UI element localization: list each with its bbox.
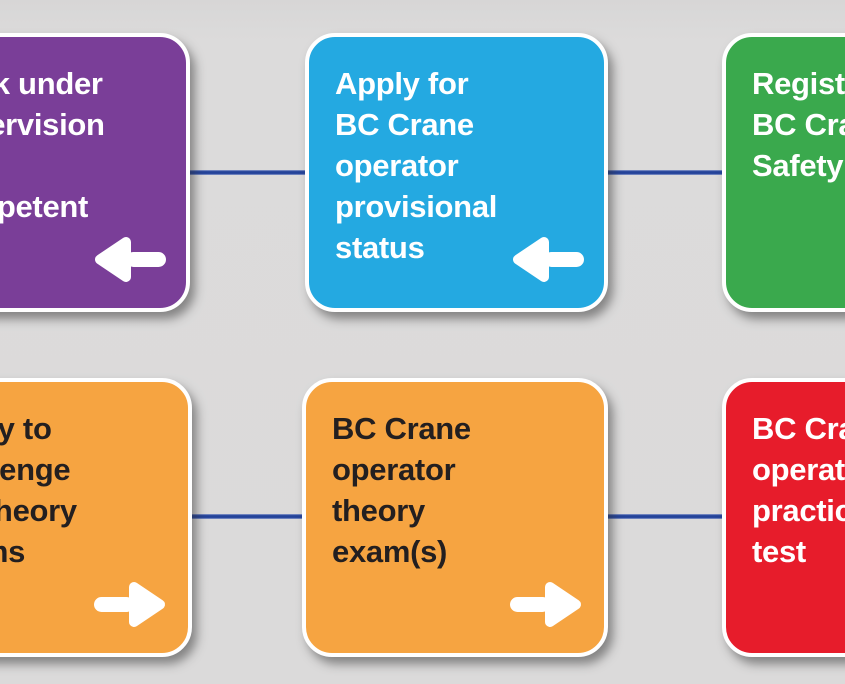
step-text: Register with BC CraneSafety [752, 63, 845, 186]
step-text-line: the theory [0, 493, 77, 528]
step-text-line: provisional [335, 189, 498, 224]
step-box-work-under-supervision: Work under supervision competent [0, 33, 190, 312]
arrow-right-icon [94, 582, 165, 627]
step-text-line: Apply to [0, 411, 52, 446]
connector-line [176, 170, 318, 175]
step-text-line: Register with [752, 66, 845, 101]
step-box-theory-exams: BC Crane operator theory exam(s) [302, 378, 608, 657]
arrow-left-icon [513, 237, 584, 282]
step-text-line: test [752, 534, 806, 569]
step-box-apply-challenge-theory: Apply to challenge the theory exams [0, 378, 192, 657]
connector-line [598, 170, 734, 175]
step-text-line: Safety [752, 148, 844, 183]
connector-line [180, 514, 315, 519]
step-text-line: supervision [0, 107, 105, 142]
step-text: Apply for BC Crane operator provisional stat… [335, 63, 590, 268]
step-text-line [0, 145, 172, 186]
step-text-line: practical [752, 493, 845, 528]
step-text-line: exam(s) [332, 534, 448, 569]
step-text-line: status [335, 230, 425, 265]
connector-line [598, 514, 734, 519]
step-box-practical-test: BC Crane operator practical test [722, 378, 845, 657]
step-text-line: BC Crane [332, 411, 471, 446]
step-box-provisional-status: Apply for BC Crane operator provisional stat… [305, 33, 608, 312]
step-text-line: competent [0, 189, 89, 224]
step-text: Apply to challenge the theory exams [0, 408, 174, 572]
step-text-line: challenge [0, 452, 71, 487]
step-text: BC Crane operator practical test [752, 408, 845, 572]
step-text-line: BC Crane [752, 107, 845, 142]
step-text-line: operator [335, 148, 459, 183]
step-text-line: theory [332, 493, 425, 528]
step-text-line: operator [752, 452, 845, 487]
step-text-line: operator [332, 452, 456, 487]
step-text: Work under supervision competent [0, 63, 172, 227]
step-text-line: Apply for [335, 66, 469, 101]
arrow-left-icon [95, 237, 166, 282]
step-text-line: Work under [0, 66, 103, 101]
step-text-line: BC Crane [335, 107, 474, 142]
step-text-line: BC Crane [752, 411, 845, 446]
arrow-right-icon [510, 582, 581, 627]
step-text: BC Crane operator theory exam(s) [332, 408, 590, 572]
step-box-register-bc-crane-safety: Register with BC CraneSafety [722, 33, 845, 312]
step-text-line: exams [0, 534, 26, 569]
